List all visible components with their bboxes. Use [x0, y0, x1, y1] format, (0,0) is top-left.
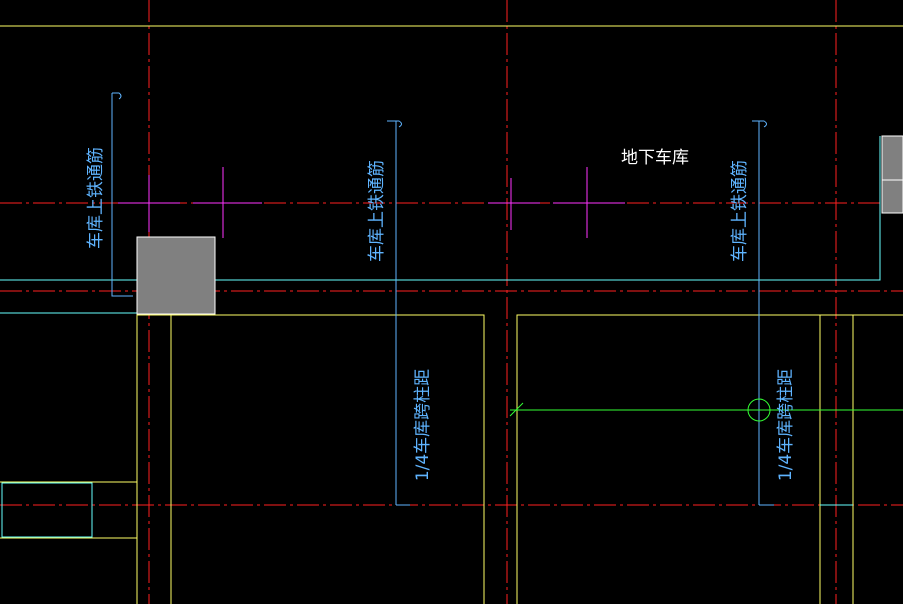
span-label-2: 1/4车库跨柱距: [776, 369, 796, 481]
cross-markers: [118, 167, 625, 238]
wall-left-room: [136, 314, 485, 604]
rebar-hook-2: [387, 120, 402, 128]
wall-lines: [0, 25, 903, 604]
slab-edge-lines: [0, 136, 881, 538]
dimension-circle-marker: [747, 398, 771, 422]
wall-middle-room: [516, 314, 903, 604]
slab-edge-upper: [0, 136, 881, 281]
rebar-hook-1: [112, 92, 122, 100]
column-left: [136, 236, 216, 315]
column-right-partial: [881, 135, 903, 214]
rebar-top-label-1: 车库上铁通筋: [86, 147, 106, 249]
left-edge-box: [1, 482, 93, 538]
rebar-hook-3: [752, 120, 767, 128]
dimension-tick: [509, 402, 524, 417]
span-label-1: 1/4车库跨柱距: [413, 369, 433, 481]
dimension-line: [509, 398, 903, 422]
rebar-lines: [111, 92, 774, 506]
area-label: 地下车库: [621, 148, 689, 168]
rebar-line-1: [111, 93, 133, 297]
rebar-top-label-3: 车库上铁通筋: [730, 160, 750, 262]
rebar-top-label-2: 车库上铁通筋: [367, 160, 387, 262]
